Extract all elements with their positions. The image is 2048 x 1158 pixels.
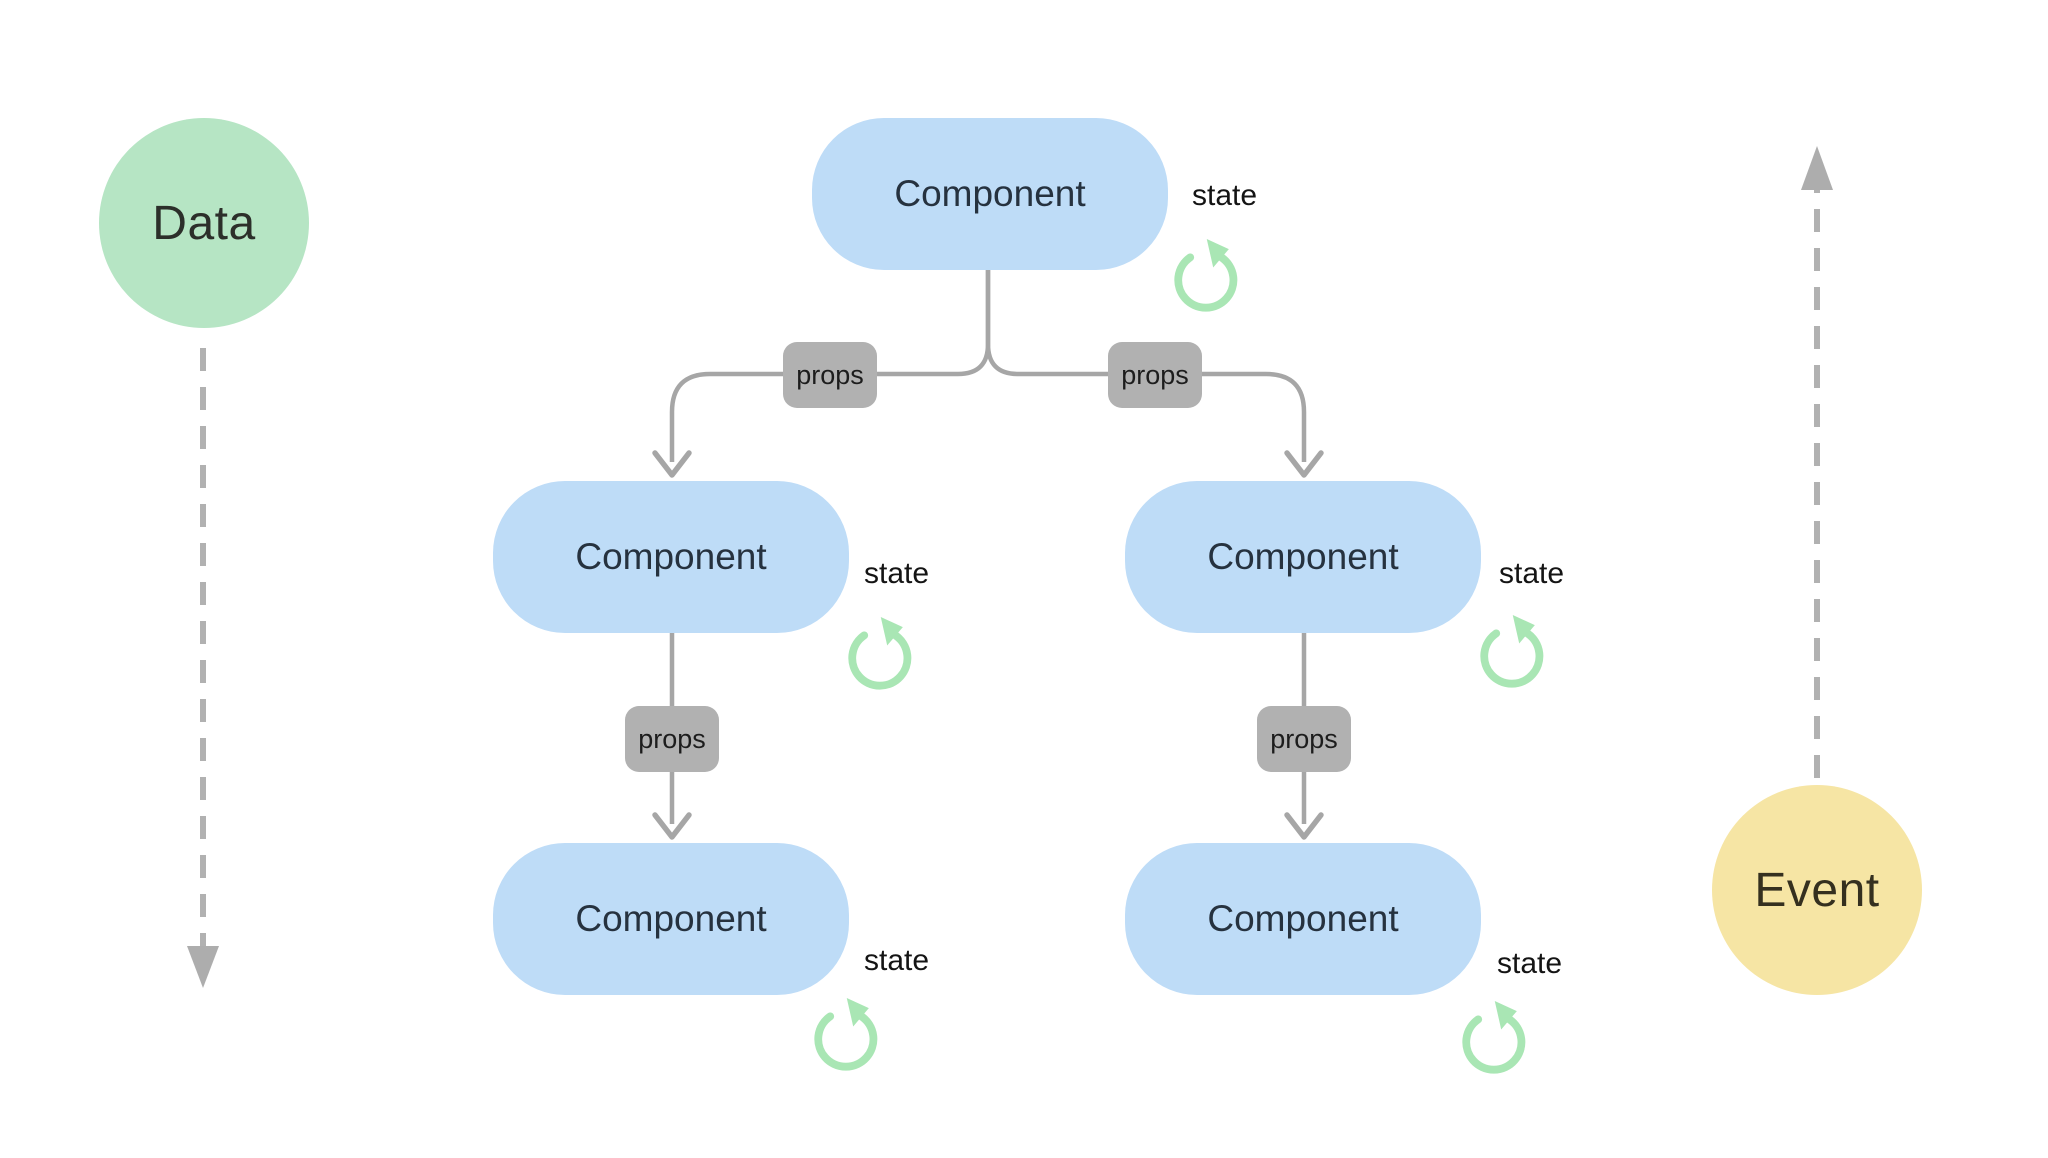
state-refresh-icon (814, 997, 878, 1071)
arrowhead-root-right (1284, 450, 1324, 478)
event-label: Event (1754, 863, 1880, 917)
state-label-grandchild-right: state (1497, 947, 1563, 980)
data-label: Data (152, 196, 256, 250)
component-node-root: Component (812, 118, 1168, 270)
component-label: Component (1207, 536, 1399, 577)
component-label: Component (575, 536, 767, 577)
props-badge-root-left: props (783, 342, 877, 408)
props-label: props (796, 359, 864, 390)
props-badge-right-chain: props (1257, 706, 1351, 772)
component-node-child-right: Component (1125, 481, 1481, 633)
event-flow-arrowhead-up-icon (1801, 146, 1833, 190)
tree-connector-root-left (669, 270, 991, 462)
state-refresh-icon (1480, 614, 1544, 688)
state-label-grandchild-left: state (864, 944, 930, 977)
component-label: Component (1207, 898, 1399, 939)
arrowhead-root-left (652, 450, 692, 478)
component-label: Component (894, 173, 1086, 214)
props-badge-left-chain: props (625, 706, 719, 772)
props-label: props (1270, 723, 1338, 754)
props-label: props (1121, 359, 1189, 390)
state-label-root: state (1192, 179, 1258, 212)
state-refresh-icon (1174, 238, 1238, 312)
arrowhead-right-chain (1284, 812, 1324, 840)
event-node: Event (1712, 785, 1922, 995)
component-node-grandchild-right: Component (1125, 843, 1481, 995)
props-badge-root-right: props (1108, 342, 1202, 408)
arrowhead-left-chain (652, 812, 692, 840)
state-refresh-icon (848, 616, 912, 690)
component-node-child-left: Component (493, 481, 849, 633)
tree-connector-root-right (985, 270, 1307, 462)
state-label-child-left: state (864, 557, 930, 590)
component-label: Component (575, 898, 767, 939)
state-label-child-right: state (1499, 557, 1565, 590)
props-label: props (638, 723, 706, 754)
component-node-grandchild-left: Component (493, 843, 849, 995)
state-refresh-icon (1462, 1000, 1526, 1074)
data-flow-arrowhead-down-icon (187, 946, 219, 988)
data-node: Data (99, 118, 309, 328)
